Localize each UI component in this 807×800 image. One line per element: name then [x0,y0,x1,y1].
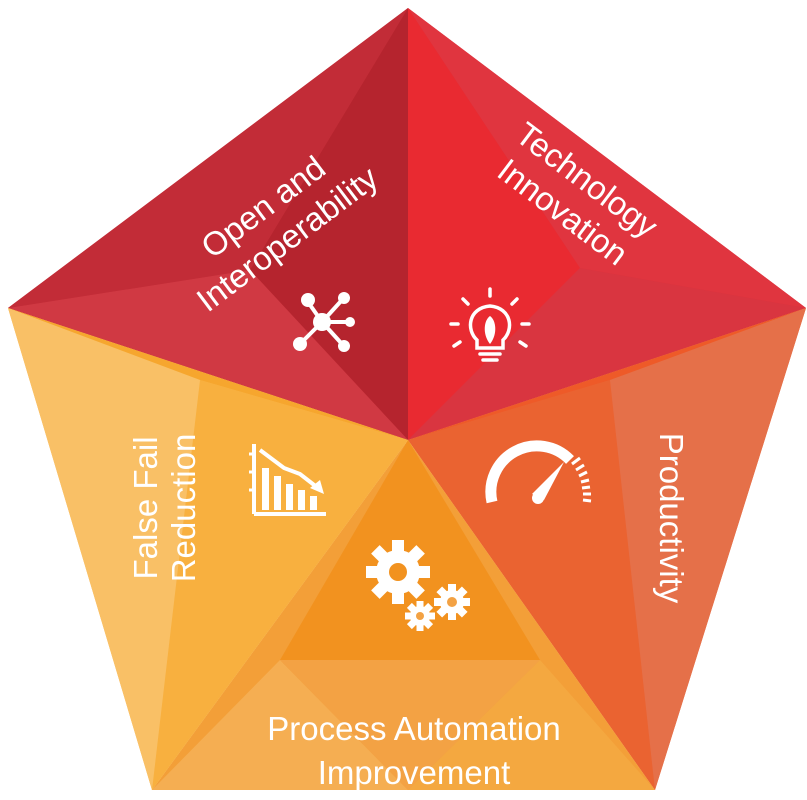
segment-facet [250,8,408,440]
label-line: False Fail [127,436,164,579]
segment-false-fail-reduction [8,308,408,790]
speedometer-icon [485,440,592,504]
segment-process-automation-improvement [152,440,655,790]
segment-facet [152,660,408,790]
declining-bar-chart-icon [249,444,326,516]
segment-facet [280,440,540,660]
segment-facet [152,380,408,790]
segment-open-interoperability [8,8,408,440]
segment-facet [408,8,806,308]
segment-facet [408,380,655,790]
segment-facet [8,8,408,308]
segment-facet [408,268,806,440]
segment-facet [8,308,408,440]
segment-facet [8,308,200,790]
lightbulb-icon [449,287,531,362]
segment-facet [610,308,806,790]
label-line: Productivity [653,433,690,604]
segment-facet [408,8,580,440]
segment-facet [408,308,806,440]
segment-facet [280,660,540,790]
label-line: Process Automation [267,710,561,747]
segment-facet [408,660,655,790]
segment-productivity [408,308,806,790]
label-process-automation-improvement: Process Automation Improvement [267,710,561,791]
label-line: Reduction [165,434,202,583]
label-productivity: Productivity [653,433,690,604]
label-false-fail-reduction: False Fail Reduction [127,434,202,583]
segment-facet [8,270,408,440]
network-hub-icon [293,292,355,352]
label-line: Improvement [318,754,511,791]
